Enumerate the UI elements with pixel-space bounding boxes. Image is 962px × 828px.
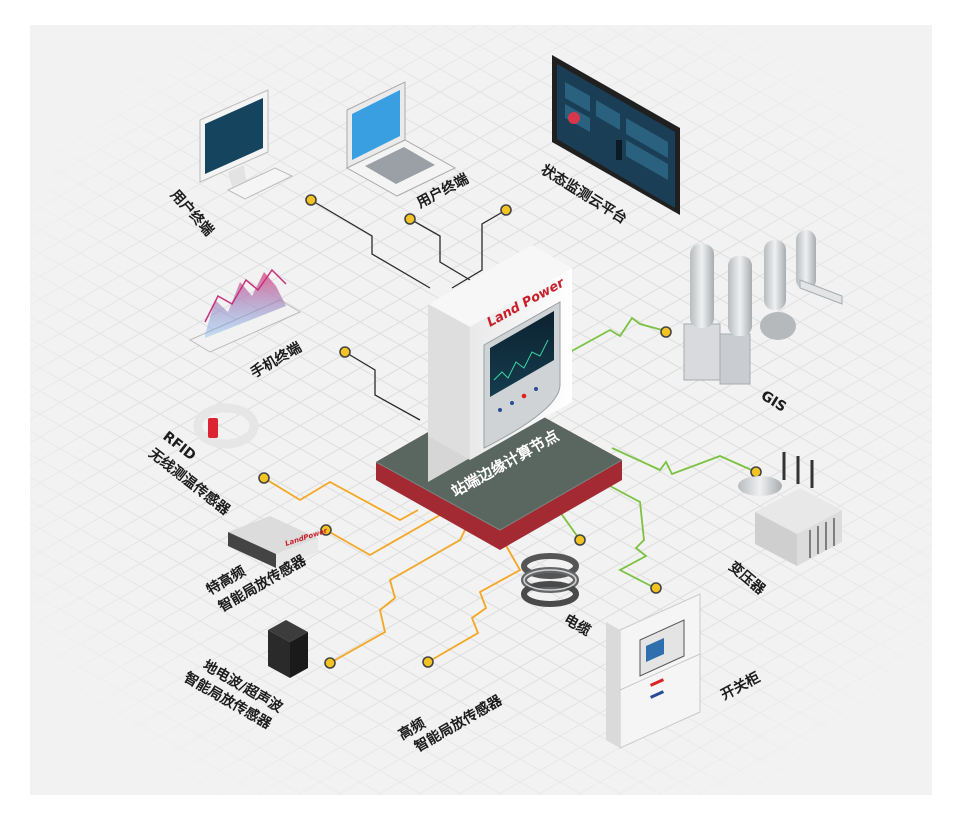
led-3: [521, 393, 527, 399]
gis-frame: [799, 279, 843, 305]
uhf-front: [228, 532, 276, 568]
link-switchgear: [579, 469, 656, 589]
wall-screen-operator: [616, 140, 622, 160]
switchgear-indicator-blue: [650, 690, 665, 699]
uhf-sensor: LandPower: [228, 516, 329, 568]
rfid-sensor: [193, 403, 259, 449]
link-rfid: [263, 477, 419, 522]
transformer-body-front: [755, 512, 797, 566]
gis-tank-4: [796, 230, 816, 290]
switchgear-display: [646, 638, 664, 662]
switchgear-side: [606, 622, 620, 748]
gis-tank-3: [764, 240, 786, 310]
led-4: [534, 387, 538, 391]
dot-transformer: [750, 466, 762, 478]
rfid-tag: [208, 418, 218, 438]
dot-desktop: [305, 194, 317, 206]
cable-coil-highlight: [523, 569, 577, 591]
monitoring-wall-screen: [552, 55, 680, 215]
desktop-screen: [205, 98, 263, 174]
transformer-body-side: [797, 510, 842, 566]
mobile-tablet: [188, 268, 302, 353]
link-laptop: [409, 218, 471, 281]
tev-side: [290, 632, 308, 678]
gis-equipment: [683, 230, 843, 385]
transformer-equipment: [738, 452, 842, 566]
link-platform: [451, 209, 507, 289]
led-1: [498, 408, 502, 412]
cable-equipment: [521, 553, 579, 607]
tev-top: [268, 620, 308, 642]
link-gis: [569, 316, 663, 353]
transformer-body-top: [755, 488, 842, 534]
desktop-monitor: [199, 89, 294, 200]
client-links: [310, 199, 507, 421]
transformer-radiator: [809, 518, 835, 558]
gis-cabinet-2: [719, 333, 751, 385]
dot-uhf: [320, 524, 332, 536]
link-hf: [427, 534, 522, 663]
tev-front: [268, 630, 290, 678]
node-dots: [258, 194, 762, 669]
gis-tank-2: [728, 256, 752, 336]
laptop-keys: [365, 147, 435, 184]
switchgear-indicator-red: [650, 678, 665, 687]
cabinet-left: [428, 304, 470, 460]
dot-gis: [660, 326, 672, 338]
cabinet-top: [428, 245, 572, 327]
link-mobile: [344, 351, 421, 421]
display-trace: [493, 339, 549, 381]
laptop-screen: [352, 90, 400, 160]
link-uhf: [325, 514, 441, 557]
tev-sensor: [268, 620, 308, 678]
dot-laptop: [404, 213, 416, 225]
desktop-keyboard: [226, 167, 294, 200]
edge-node-hub: 站端边缘计算节点 Land Power: [375, 245, 623, 550]
cable-coil-1: [521, 553, 579, 579]
dot-hf: [422, 656, 434, 668]
transformer-conservator: [738, 476, 782, 496]
link-transformer: [611, 447, 757, 476]
uhf-top: [228, 516, 318, 554]
led-2: [510, 401, 514, 405]
laptop: [345, 81, 457, 197]
gis-drum: [760, 312, 796, 340]
uhf-side: [276, 538, 318, 568]
gis-cabinet: [683, 323, 721, 381]
switchgear-equipment: [606, 593, 701, 749]
gis-tank-1: [690, 244, 714, 328]
dot-mobile: [339, 346, 351, 358]
switchgear-divider: [619, 653, 701, 691]
link-tev: [329, 519, 471, 664]
link-desktop: [310, 199, 431, 289]
desktop-stand: [228, 165, 246, 187]
sensor-links: [263, 477, 522, 664]
rfid-band: [193, 403, 259, 449]
tablet-chart-line: [204, 268, 287, 323]
dot-rfid: [258, 472, 270, 484]
hub-base-highlight: [375, 459, 623, 531]
dot-tev: [324, 657, 336, 669]
dot-switchgear: [650, 582, 662, 594]
wall-screen-panels: [565, 82, 668, 180]
tablet-chart-fill: [205, 272, 286, 338]
dot-cable: [574, 534, 586, 546]
wall-screen-gauge: [568, 112, 580, 124]
dot-platform: [500, 204, 512, 216]
cable-coil-3: [521, 581, 579, 607]
